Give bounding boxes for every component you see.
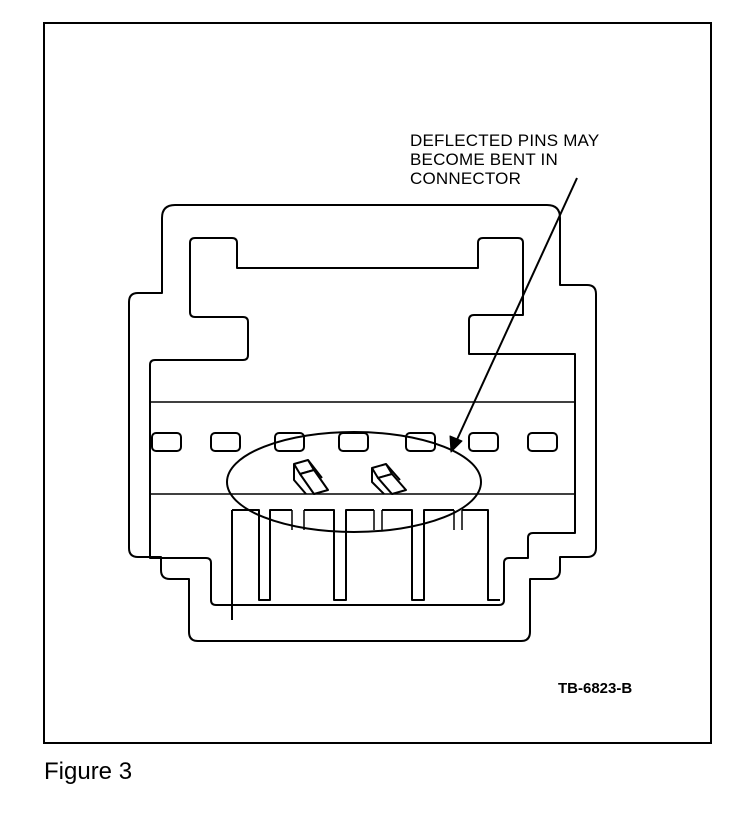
slot — [338, 432, 369, 452]
figure-caption: Figure 3 — [44, 758, 133, 785]
callout-line-3: CONNECTOR — [410, 169, 522, 188]
channel-walls — [291, 510, 463, 530]
connector-cavity — [149, 237, 576, 606]
deflected-pin-1 — [293, 459, 329, 495]
slot — [210, 432, 241, 452]
connector-housing-outer — [128, 204, 597, 642]
callout-leader-line — [454, 177, 578, 445]
deflected-pin-2 — [371, 463, 407, 495]
terminal-channels — [231, 509, 500, 620]
slot — [405, 432, 436, 452]
callout-line-2: BECOME BENT IN — [410, 150, 558, 169]
callout-line-1: DEFLECTED PINS MAY — [410, 131, 600, 150]
slot — [527, 432, 558, 452]
reference-code: TB-6823-B — [558, 680, 633, 697]
figure-frame — [43, 22, 712, 744]
callout-label: DEFLECTED PINS MAY BECOME BENT IN CONNEC… — [410, 131, 599, 188]
slot — [151, 432, 182, 452]
highlight-ellipse — [226, 431, 482, 533]
callout-arrowhead — [449, 435, 463, 453]
slot — [468, 432, 499, 452]
